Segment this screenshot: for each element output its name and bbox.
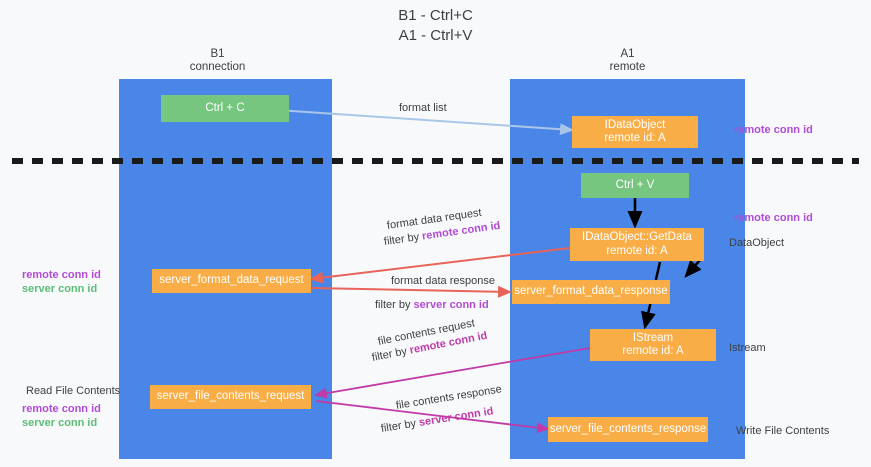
annotation-left-remote-conn-id-mid: remote conn id bbox=[22, 269, 101, 281]
lane-header-b1-sub: connection bbox=[189, 61, 246, 73]
node-ctrl-v-label: Ctrl + V bbox=[615, 178, 655, 191]
filter-prefix-3: filter by bbox=[370, 344, 411, 364]
node-server-format-data-request[interactable]: server_format_data_request bbox=[152, 269, 311, 293]
node-getdata-sub: remote id: A bbox=[606, 244, 668, 257]
filter-prefix-4: filter by bbox=[380, 417, 420, 435]
annotation-left-server-conn-id-mid: server conn id bbox=[22, 283, 98, 295]
lane-header-a1-name: A1 bbox=[620, 48, 635, 60]
node-istream[interactable]: IStream remote id: A bbox=[590, 329, 716, 361]
node-idataobject-sub: remote id: A bbox=[604, 132, 666, 144]
node-istream-title: IStream bbox=[632, 331, 674, 344]
annotation-dataobject: DataObject bbox=[729, 237, 785, 249]
annotation-left-server-conn-id-bot: server conn id bbox=[22, 417, 98, 429]
node-istream-sub: remote id: A bbox=[622, 345, 684, 357]
annotation-remote-conn-id-top: remote conn id bbox=[734, 124, 813, 136]
node-idataobject-title: IDataObject bbox=[604, 118, 666, 131]
node-ctrl-c-label: Ctrl + C bbox=[205, 101, 245, 114]
filter-key-server-conn-id-1: server conn id bbox=[413, 299, 489, 311]
node-server-file-contents-request[interactable]: server_file_contents_request bbox=[150, 385, 311, 409]
node-getdata-title: IDataObject::GetData bbox=[582, 231, 692, 243]
lane-header-b1: B1 connection bbox=[140, 48, 295, 74]
lane-header-b1-name: B1 bbox=[210, 48, 225, 60]
filter-prefix-2: filter by bbox=[375, 299, 414, 311]
annotation-left-remote-conn-id-bot: remote conn id bbox=[22, 403, 101, 415]
annotation-istream: Istream bbox=[729, 342, 766, 354]
edge-label-format-data-response-filter: filter by server conn id bbox=[375, 298, 489, 312]
node-server-file-contents-request-label: server_file_contents_request bbox=[156, 390, 305, 403]
filter-prefix-1: filter by bbox=[383, 230, 423, 248]
node-ctrl-v[interactable]: Ctrl + V bbox=[581, 173, 689, 198]
diagram-title: B1 - Ctrl+C A1 - Ctrl+V bbox=[0, 6, 871, 46]
diagram-title-line-2: A1 - Ctrl+V bbox=[398, 27, 473, 44]
edge-label-format-list: format list bbox=[399, 102, 447, 114]
node-ctrl-c[interactable]: Ctrl + C bbox=[161, 95, 289, 122]
diagram-title-line-1: B1 - Ctrl+C bbox=[398, 7, 473, 24]
node-server-format-data-request-label: server_format_data_request bbox=[159, 274, 304, 287]
node-server-file-contents-response[interactable]: server_file_contents_response bbox=[548, 417, 708, 442]
node-getdata[interactable]: IDataObject::GetData remote id: A bbox=[570, 228, 704, 261]
connector-format-data-response bbox=[310, 285, 512, 298]
filter-key-server-conn-id-2: server conn id bbox=[418, 405, 495, 429]
node-server-format-data-response[interactable]: server_format_data_response bbox=[512, 280, 670, 304]
node-idataobject[interactable]: IDataObject remote id: A bbox=[572, 116, 698, 148]
lane-header-a1-sub: remote bbox=[609, 61, 646, 73]
node-server-format-data-response-label: server_format_data_response bbox=[514, 285, 668, 298]
annotation-remote-conn-id-mid: remote conn id bbox=[734, 212, 813, 224]
edge-label-format-data-response: format data response bbox=[391, 275, 495, 287]
annotation-write-file-contents: Write File Contents bbox=[736, 425, 830, 437]
annotation-read-file-contents: Read File Contents bbox=[26, 385, 121, 397]
node-server-file-contents-response-label: server_file_contents_response bbox=[549, 422, 707, 435]
lane-header-a1: A1 remote bbox=[545, 48, 710, 74]
